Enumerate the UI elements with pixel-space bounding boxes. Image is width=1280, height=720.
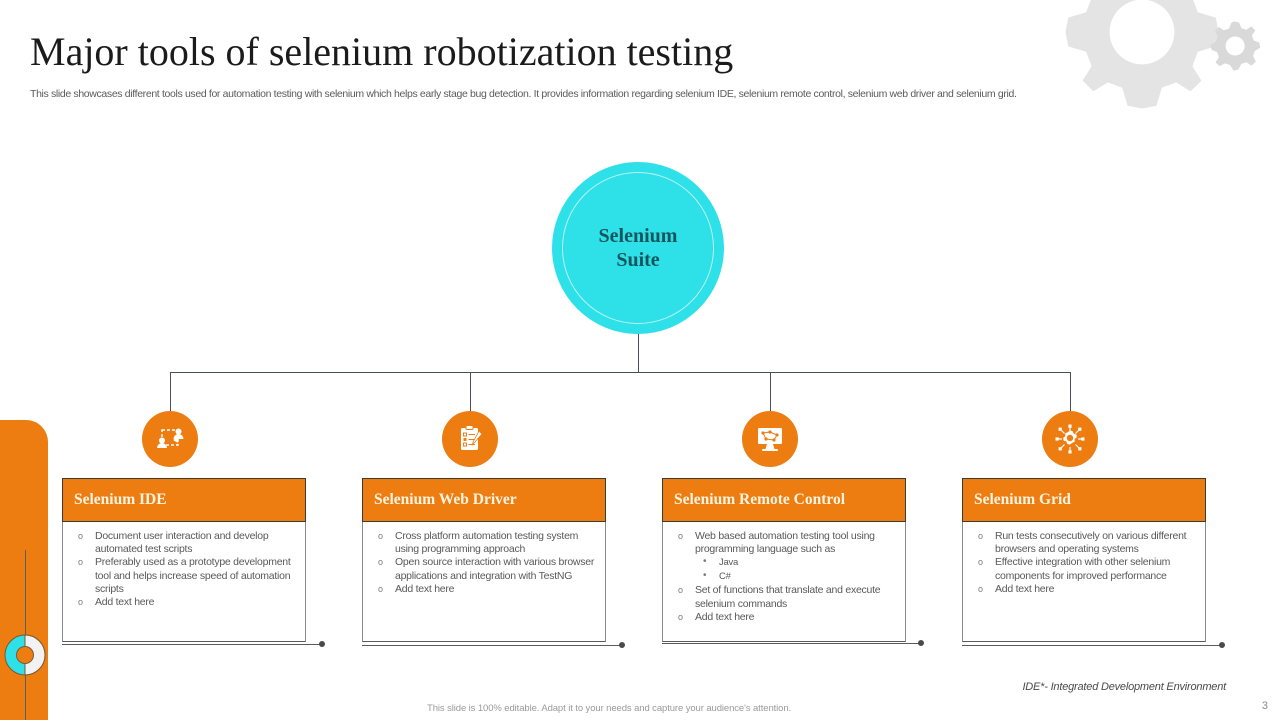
bullet-list-3: o Web based automation testing tool using… xyxy=(667,530,899,624)
gear-icon xyxy=(1210,21,1261,71)
clipboard-checklist-icon xyxy=(461,425,483,450)
list-item: o Open source interaction with various br… xyxy=(367,556,599,582)
page-subtitle: This slide showcases different tools use… xyxy=(30,88,1017,100)
list-item: o Add text here xyxy=(667,611,899,624)
sub-bullet-text: C# xyxy=(719,571,731,583)
card-end-dot-2 xyxy=(619,642,625,648)
branch-card-title-3: Selenium Remote Control xyxy=(674,491,846,508)
center-node-label-line2: Suite xyxy=(616,249,660,271)
connector-horizontal-bus xyxy=(170,372,1070,373)
branch-card-body-1: o Document user interaction and develop a… xyxy=(62,522,306,642)
center-node-label-line1: Selenium xyxy=(598,225,678,247)
bullet-marker: o xyxy=(978,531,983,541)
bullet-marker: o xyxy=(78,597,83,608)
bullet-marker: o xyxy=(978,583,983,594)
bullet-text: Set of functions that translate and exec… xyxy=(695,584,881,610)
list-item: o Set of functions that translate and exe… xyxy=(667,584,899,610)
branch-icon-circle-1[interactable] xyxy=(142,411,198,467)
bullet-text: Run tests consecutively on various diffe… xyxy=(995,530,1187,556)
connector-branch-4 xyxy=(1070,372,1071,414)
card-end-dot-1 xyxy=(319,641,325,647)
list-item: o Effective integration with other seleni… xyxy=(967,556,1199,582)
bullet-text: Web based automation testing tool using … xyxy=(695,530,875,556)
list-item: • C# xyxy=(695,570,899,584)
bullet-text: Add text here xyxy=(995,582,1055,595)
connector-branch-3 xyxy=(770,372,771,414)
card-end-dot-4 xyxy=(1219,642,1225,648)
list-item: o Document user interaction and develop a… xyxy=(67,530,299,556)
bullet-marker: o xyxy=(378,531,383,541)
bullet-marker: o xyxy=(78,557,83,568)
bullet-text: Cross platform automation testing system… xyxy=(395,530,579,556)
bullet-text: Effective integration with other seleniu… xyxy=(995,556,1171,582)
branch-card-title-1: Selenium IDE xyxy=(74,491,167,508)
bullet-marker: o xyxy=(78,531,83,541)
branch-icon-circle-2[interactable] xyxy=(442,411,498,467)
center-node-label: Selenium Suite xyxy=(599,224,678,272)
list-item: o Add text here xyxy=(67,596,299,609)
page-title: Major tools of selenium robotization tes… xyxy=(30,29,734,74)
sub-bullet-text: Java xyxy=(719,557,739,569)
gear-icon xyxy=(1065,0,1219,109)
gear-network-icon xyxy=(1055,424,1085,454)
users-interaction-icon xyxy=(157,428,184,448)
branch-card-2: Selenium Web Driver o Cross platform auto… xyxy=(362,478,606,642)
bullet-list-2: o Cross platform automation testing syste… xyxy=(367,530,599,596)
list-item: o Run tests consecutively on various diff… xyxy=(967,530,1199,556)
bullet-marker: o xyxy=(678,531,683,541)
bullet-text: Add text here xyxy=(395,582,455,595)
page-number: 3 xyxy=(1261,700,1268,712)
branch-card-1: Selenium IDE o Document user interaction … xyxy=(62,478,306,642)
bullet-marker: o xyxy=(678,585,683,596)
bullet-text: Add text here xyxy=(695,610,755,623)
list-item: o Web based automation testing tool using… xyxy=(667,530,899,584)
bullet-marker: o xyxy=(978,557,983,568)
list-item: o Add text here xyxy=(967,583,1199,596)
connector-branch-1 xyxy=(170,372,171,414)
monitor-network-icon xyxy=(758,428,782,451)
branch-icon-circle-3[interactable] xyxy=(742,411,798,467)
bullet-marker: o xyxy=(378,557,383,568)
branch-card-body-3: o Web based automation testing tool using… xyxy=(662,522,906,642)
list-item: o Cross platform automation testing syste… xyxy=(367,530,599,556)
connector-center-stem xyxy=(638,334,639,372)
sub-bullet-list-3: • Java • C# xyxy=(695,556,899,584)
branch-card-3: Selenium Remote Control o Web based autom… xyxy=(662,478,906,642)
branch-card-header-2: Selenium Web Driver xyxy=(362,478,606,522)
bullet-text: Add text here xyxy=(95,596,155,609)
sub-bullet-marker: • xyxy=(703,570,707,582)
list-item: o Preferably used as a prototype developm… xyxy=(67,556,299,596)
bullet-list-1: o Document user interaction and develop a… xyxy=(67,530,299,609)
card-underline-2 xyxy=(362,645,622,646)
branch-card-body-4: o Run tests consecutively on various diff… xyxy=(962,522,1206,642)
branch-card-body-2: o Cross platform automation testing syste… xyxy=(362,522,606,642)
card-underline-3 xyxy=(662,643,922,644)
ide-footnote: IDE*- Integrated Development Environment xyxy=(1022,681,1226,693)
branch-card-header-4: Selenium Grid xyxy=(962,478,1206,522)
branch-card-title-4: Selenium Grid xyxy=(974,491,1071,508)
card-underline-4 xyxy=(962,645,1222,646)
branch-card-header-1: Selenium IDE xyxy=(62,478,306,522)
bullet-marker: o xyxy=(378,583,383,594)
list-item: • Java xyxy=(695,556,899,570)
bullet-list-4: o Run tests consecutively on various diff… xyxy=(967,530,1199,596)
bullet-text: Document user interaction and develop au… xyxy=(95,530,269,556)
sub-bullet-marker: • xyxy=(703,556,707,568)
branch-card-4: Selenium Grid o Run tests consecutively o… xyxy=(962,478,1206,642)
branch-icon-circle-4[interactable] xyxy=(1042,411,1098,467)
bullet-text: Preferably used as a prototype developme… xyxy=(95,556,291,595)
card-end-dot-3 xyxy=(918,640,924,646)
branch-card-header-3: Selenium Remote Control xyxy=(662,478,906,522)
branch-card-title-2: Selenium Web Driver xyxy=(374,491,517,508)
center-node-selenium-suite[interactable]: Selenium Suite xyxy=(552,162,724,334)
connector-branch-2 xyxy=(470,372,471,414)
bullet-text: Open source interaction with various bro… xyxy=(395,556,595,582)
editable-note: This slide is 100% editable. Adapt it to… xyxy=(427,703,792,714)
list-item: o Add text here xyxy=(367,583,599,596)
bullet-marker: o xyxy=(678,611,683,622)
card-underline-1 xyxy=(62,644,322,645)
donut-ring-icon xyxy=(4,634,46,676)
